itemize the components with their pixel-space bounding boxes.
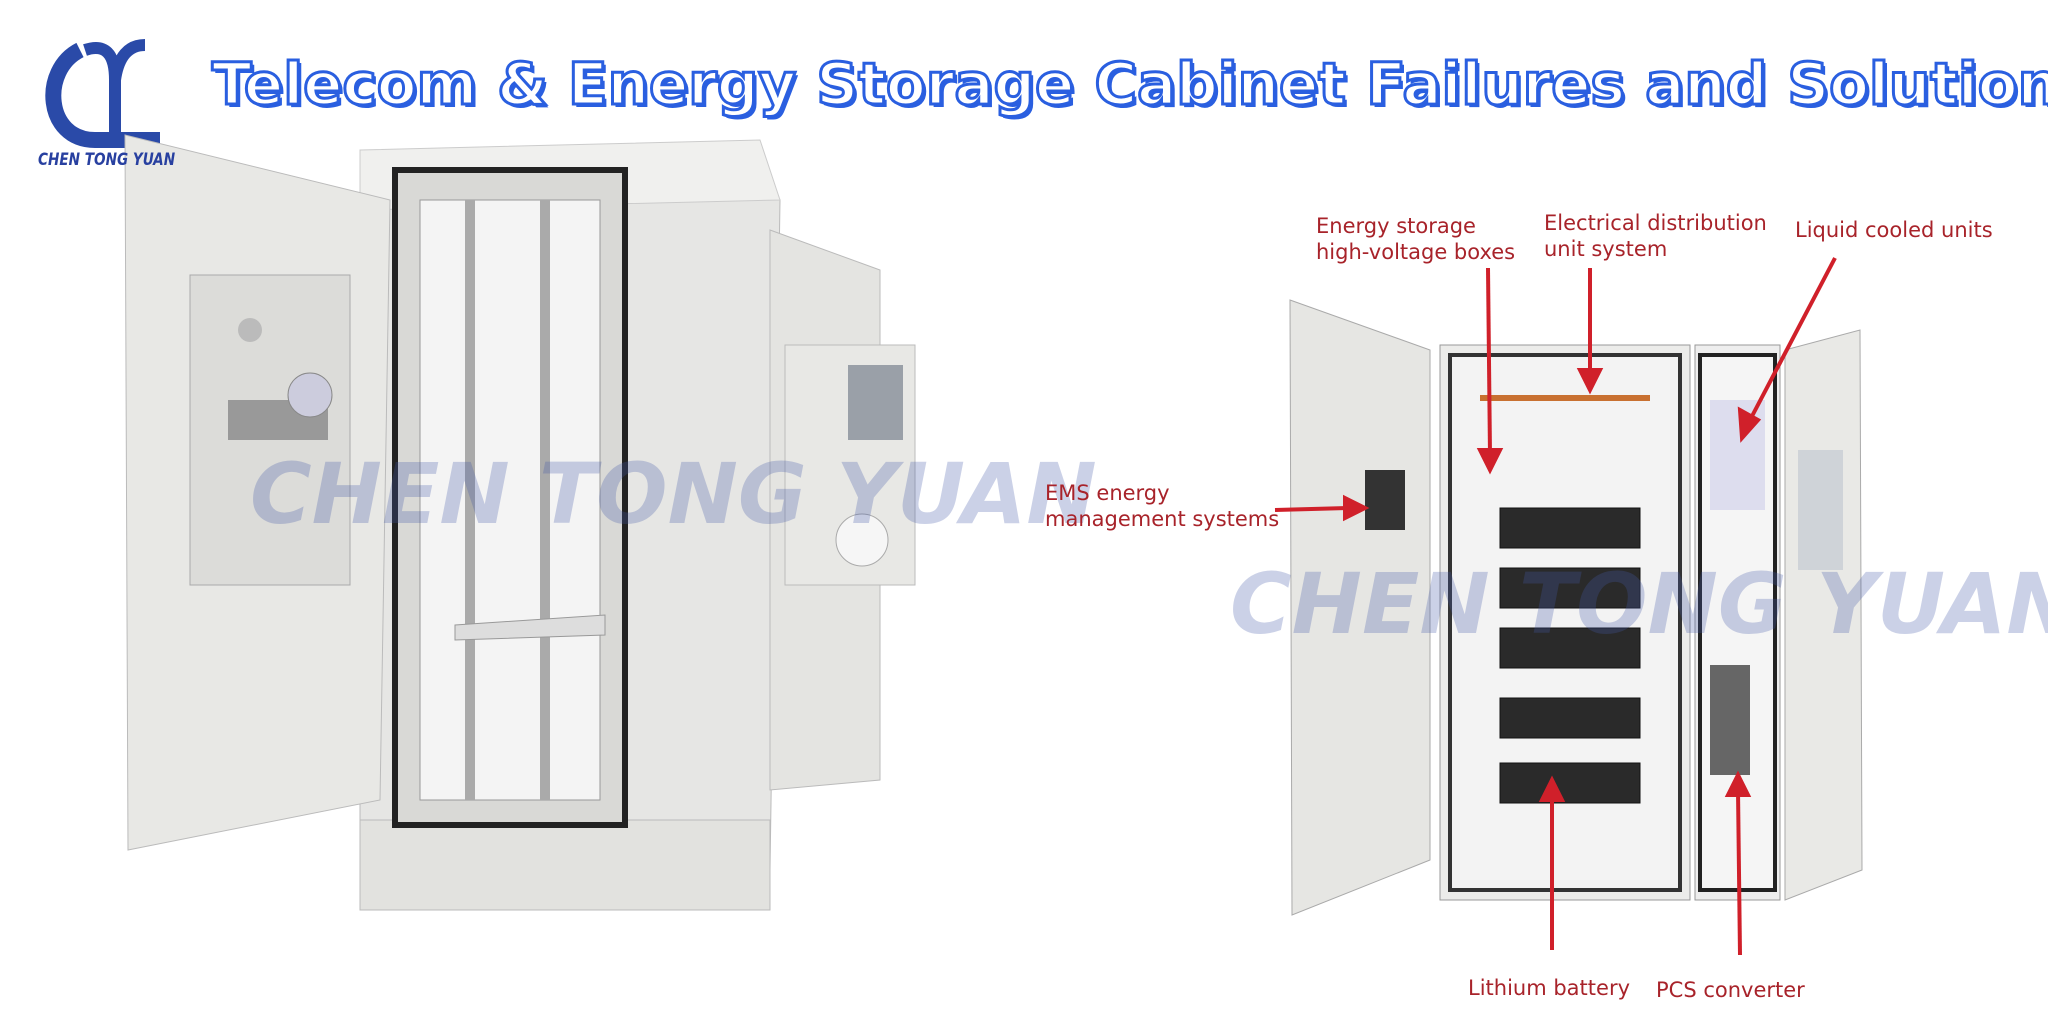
- label-line: management systems: [1045, 507, 1280, 531]
- logo-icon: [45, 39, 160, 148]
- label-line: high-voltage boxes: [1316, 240, 1516, 264]
- label-lithium-battery: Lithium battery: [1468, 976, 1631, 1000]
- telecom-cabinet-image: [124, 134, 916, 911]
- label-line: EMS energy: [1045, 481, 1170, 505]
- logo-text: CHEN TONG YUAN: [38, 150, 176, 170]
- page-title: Telecom & Energy Storage Cabinet Failure…: [210, 49, 2048, 120]
- label-liquid-cooled: Liquid cooled units: [1795, 218, 1993, 242]
- watermark-right: CHEN TONG YUAN: [1230, 555, 2048, 653]
- label-line: unit system: [1544, 237, 1668, 261]
- callout-arrows: [1274, 257, 1837, 956]
- label-distribution: Electrical distribution unit system: [1544, 210, 1767, 262]
- label-ems: EMS energy management systems: [1045, 480, 1279, 532]
- label-hv-boxes: Energy storage high-voltage boxes: [1316, 213, 1515, 265]
- label-line: Energy storage: [1316, 214, 1476, 238]
- watermark-left: CHEN TONG YUAN: [250, 445, 1097, 543]
- label-pcs-converter: PCS converter: [1656, 978, 1805, 1002]
- label-line: Electrical distribution: [1544, 211, 1767, 235]
